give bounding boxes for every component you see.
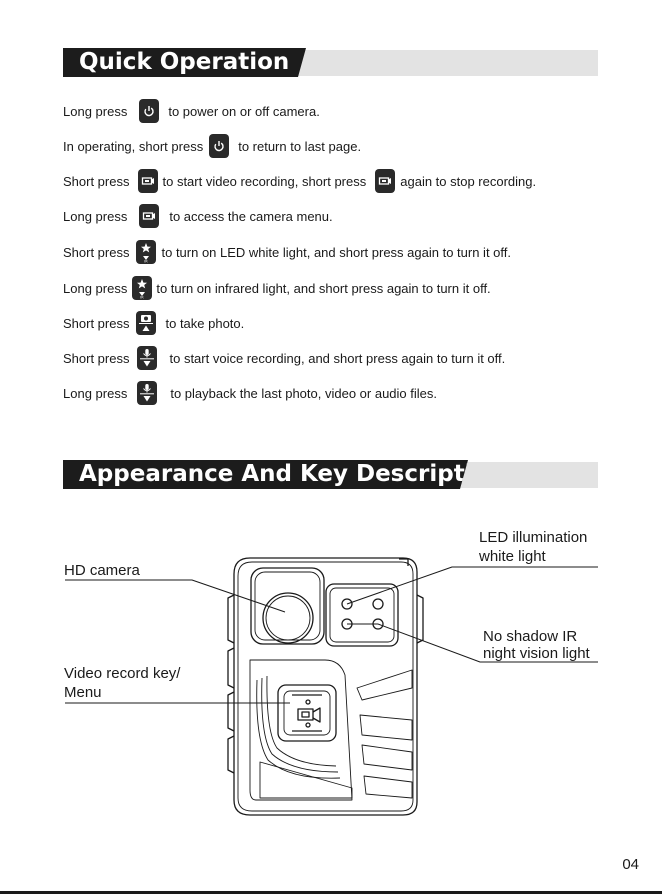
op-pre: Long press: [63, 208, 128, 224]
device-body: [233, 557, 418, 816]
appearance-header: Appearance And Key Description: [63, 460, 598, 489]
callout-line-ir: [377, 623, 598, 663]
callout-line-hd-camera: [65, 579, 286, 613]
op-post: to access the camera menu.: [169, 208, 333, 224]
camera-lens: [262, 592, 314, 644]
op-line-video-short: Short press to start video recording, sh…: [63, 169, 536, 193]
video-record-key: [277, 684, 337, 742]
led-light: [372, 598, 384, 610]
op-pre: Short press: [63, 173, 130, 189]
op-post: to power on or off camera.: [168, 103, 320, 119]
mic-key-icon: [137, 381, 158, 405]
side-tab: [227, 735, 235, 774]
video-key-icon: [375, 169, 396, 193]
op-line-power-long: Long press to power on or off camera.: [63, 99, 320, 123]
callout-line-led: [346, 566, 598, 605]
side-tab: [416, 594, 424, 644]
op-line-light-long: Long press IR to turn on infrared light,…: [63, 276, 491, 300]
photo-key-icon: [136, 311, 157, 335]
quick-operation-header: Quick Operation: [63, 48, 598, 77]
label-hd-camera: HD camera: [64, 562, 140, 579]
light-key-icon: IR: [136, 240, 157, 264]
video-key-icon: [139, 204, 160, 228]
side-tab: [227, 691, 235, 732]
quick-operation-title: Quick Operation: [63, 48, 306, 77]
side-tab: [227, 647, 235, 689]
op-pre: Long press: [63, 280, 128, 296]
op-pre: Short press: [63, 244, 130, 260]
op-post: to turn on LED white light, and short pr…: [161, 244, 511, 260]
led-housing: [325, 583, 399, 647]
label-video-key-line2: Menu: [64, 684, 102, 701]
op-post: to start voice recording, and short pres…: [169, 350, 506, 366]
op-pre: Long press: [63, 385, 128, 401]
led-light: [341, 598, 353, 610]
op-line-mic-short: Short press to start voice recording, an…: [63, 346, 505, 370]
op-pre: In operating, short press: [63, 138, 204, 154]
svg-text:IR: IR: [145, 260, 149, 264]
op-line-video-long: Long press to access the camera menu.: [63, 204, 333, 228]
op-post: to start video recording, short press: [162, 173, 367, 189]
op-pre: Long press: [63, 103, 128, 119]
label-ir-line1: No shadow IR: [483, 628, 578, 645]
op-post: to return to last page.: [238, 138, 362, 154]
op-post2: again to stop recording.: [400, 173, 537, 189]
op-pre: Short press: [63, 315, 130, 331]
label-ir-line2: night vision light: [483, 645, 590, 662]
appearance-title: Appearance And Key Description: [63, 460, 468, 489]
camera-housing: [250, 567, 325, 645]
side-tab: [227, 594, 235, 644]
power-key-icon: [209, 134, 230, 158]
label-led-line2: white light: [479, 548, 546, 565]
mic-key-icon: [137, 346, 158, 370]
label-video-key-line1: Video record key/: [64, 665, 181, 682]
op-line-photo-short: Short press to take photo.: [63, 311, 244, 335]
op-post: to take photo.: [165, 315, 245, 331]
power-key-icon: [139, 99, 160, 123]
bottom-rule: [0, 891, 662, 894]
video-key-icon: [138, 169, 159, 193]
label-led-line1: LED illumination: [479, 529, 588, 546]
light-key-icon: IR: [132, 276, 153, 300]
device-diagram: [65, 557, 598, 816]
page-number: 04: [622, 856, 639, 873]
op-post: to playback the last photo, video or aud…: [170, 385, 437, 401]
op-line-light-short: Short press IR to turn on LED white ligh…: [63, 240, 511, 264]
op-post: to turn on infrared light, and short pre…: [156, 280, 491, 296]
op-line-mic-long: Long press to playback the last photo, v…: [63, 381, 437, 405]
svg-text:IR: IR: [141, 296, 145, 300]
op-line-power-short: In operating, short press to return to l…: [63, 134, 361, 158]
op-pre: Short press: [63, 350, 130, 366]
